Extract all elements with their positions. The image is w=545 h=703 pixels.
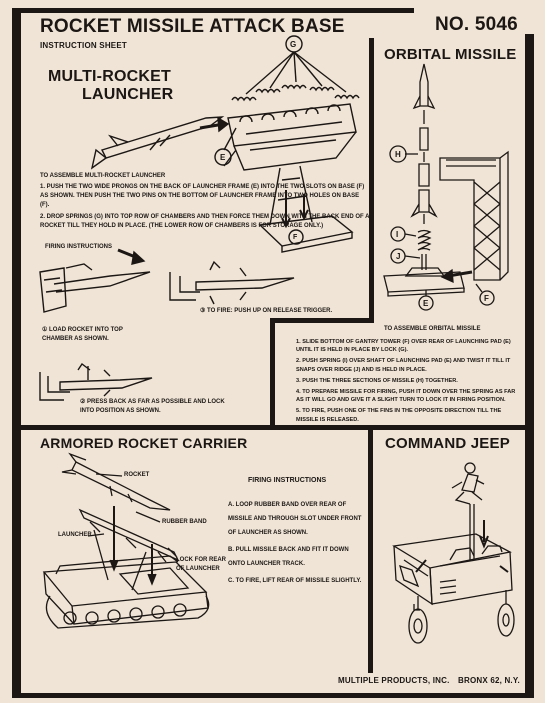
carrier-label-launcher: LAUNCHER: [58, 532, 92, 538]
product-number: NO. 5046: [435, 14, 518, 35]
jeep-divider: [368, 425, 373, 673]
orbital-step-5: 5. TO FIRE, PUSH ONE OF THE FINS IN THE …: [296, 408, 502, 423]
carrier-label-rocket: ROCKET: [124, 472, 150, 478]
multi-rocket-step-1: 1. PUSH THE TWO WIDE PRONGS ON THE BACK …: [40, 184, 365, 208]
orbital-step-4: 4. TO PREPARE MISSILE FOR FIRING, PUSH I…: [296, 389, 516, 404]
jeep-title: COMMAND JEEP: [385, 435, 510, 452]
orbital-divider-top: [369, 38, 374, 323]
multi-rocket-steps: 1. PUSH THE TWO WIDE PRONGS ON THE BACK …: [40, 183, 370, 234]
divider-middle: [270, 318, 275, 430]
carrier-title: ARMORED ROCKET CARRIER: [40, 435, 248, 451]
orbital-label-e: E: [423, 299, 429, 308]
multi-rocket-firing-heading: FIRING INSTRUCTIONS: [45, 244, 112, 250]
right-border-bar: [525, 34, 534, 698]
orbital-step-2: 2. PUSH SPRING (I) OVER SHAFT OF LAUNCHI…: [296, 358, 511, 373]
instruction-sheet-label: INSTRUCTION SHEET: [40, 41, 127, 50]
carrier-step-a: A. LOOP RUBBER BAND OVER REAR OF MISSILE…: [228, 502, 362, 536]
carrier-steps: A. LOOP RUBBER BAND OVER REAR OF MISSILE…: [228, 498, 366, 591]
multi-rocket-title-line1: MULTI-ROCKET: [48, 68, 171, 85]
label-g: G: [290, 40, 297, 49]
fig1-caption: ① LOAD ROCKET INTO TOP CHAMBER AS SHOWN.: [42, 327, 123, 342]
spring-group-icon: [231, 51, 360, 102]
section-divider-horizontal: [12, 425, 534, 430]
label-e: E: [220, 153, 226, 162]
orbital-steps: 1. SLIDE BOTTOM OF GANTRY TOWER (F) OVER…: [296, 338, 521, 427]
footer-city: BRONX 62, N.Y.: [458, 676, 520, 685]
orbital-step-3: 3. PUSH THE THREE SECTIONS OF MISSILE (H…: [296, 377, 458, 384]
orbital-assemble-heading: TO ASSEMBLE ORBITAL MISSILE: [384, 326, 481, 332]
orbital-label-h: H: [395, 150, 401, 159]
carrier-firing-heading: FIRING INSTRUCTIONS: [248, 477, 327, 484]
carrier-step-c: C. TO FIRE, LIFT REAR OF MISSILE SLIGHTL…: [228, 578, 362, 584]
fig2-caption: ② PRESS BACK AS FAR AS POSSIBLE AND LOCK…: [80, 399, 225, 414]
multi-rocket-title-line2: LAUNCHER: [82, 86, 174, 103]
orbital-missile-title: ORBITAL MISSILE: [384, 46, 517, 63]
bottom-rule: [12, 693, 534, 698]
label-f: F: [293, 234, 298, 241]
multi-rocket-assemble-heading: TO ASSEMBLE MULTI-ROCKET LAUNCHER: [40, 173, 166, 179]
carrier-label-rubber-band: RUBBER BAND: [162, 519, 207, 525]
carrier-label-lock: LOCK FOR REAR OF LAUNCHER: [176, 557, 226, 572]
carrier-step-b: B. PULL MISSILE BACK AND FIT IT DOWN ONT…: [228, 547, 349, 567]
orbital-label-f: F: [484, 294, 489, 303]
orbital-label-i: I: [396, 230, 399, 239]
orbital-step-1: 1. SLIDE BOTTOM OF GANTRY TOWER (F) OVER…: [296, 339, 511, 354]
footer-company: MULTIPLE PRODUCTS, INC.: [338, 676, 450, 685]
top-rule: [12, 8, 414, 13]
page-title: ROCKET MISSILE ATTACK BASE: [40, 16, 345, 37]
left-border-bar: [12, 8, 21, 698]
fig3-caption: ③ TO FIRE: PUSH UP ON RELEASE TRIGGER.: [200, 308, 333, 314]
multi-rocket-step-2: 2. DROP SPRINGS (G) INTO TOP ROW OF CHAM…: [40, 214, 370, 229]
orbital-label-j: J: [396, 252, 401, 261]
divider-step: [270, 318, 374, 323]
